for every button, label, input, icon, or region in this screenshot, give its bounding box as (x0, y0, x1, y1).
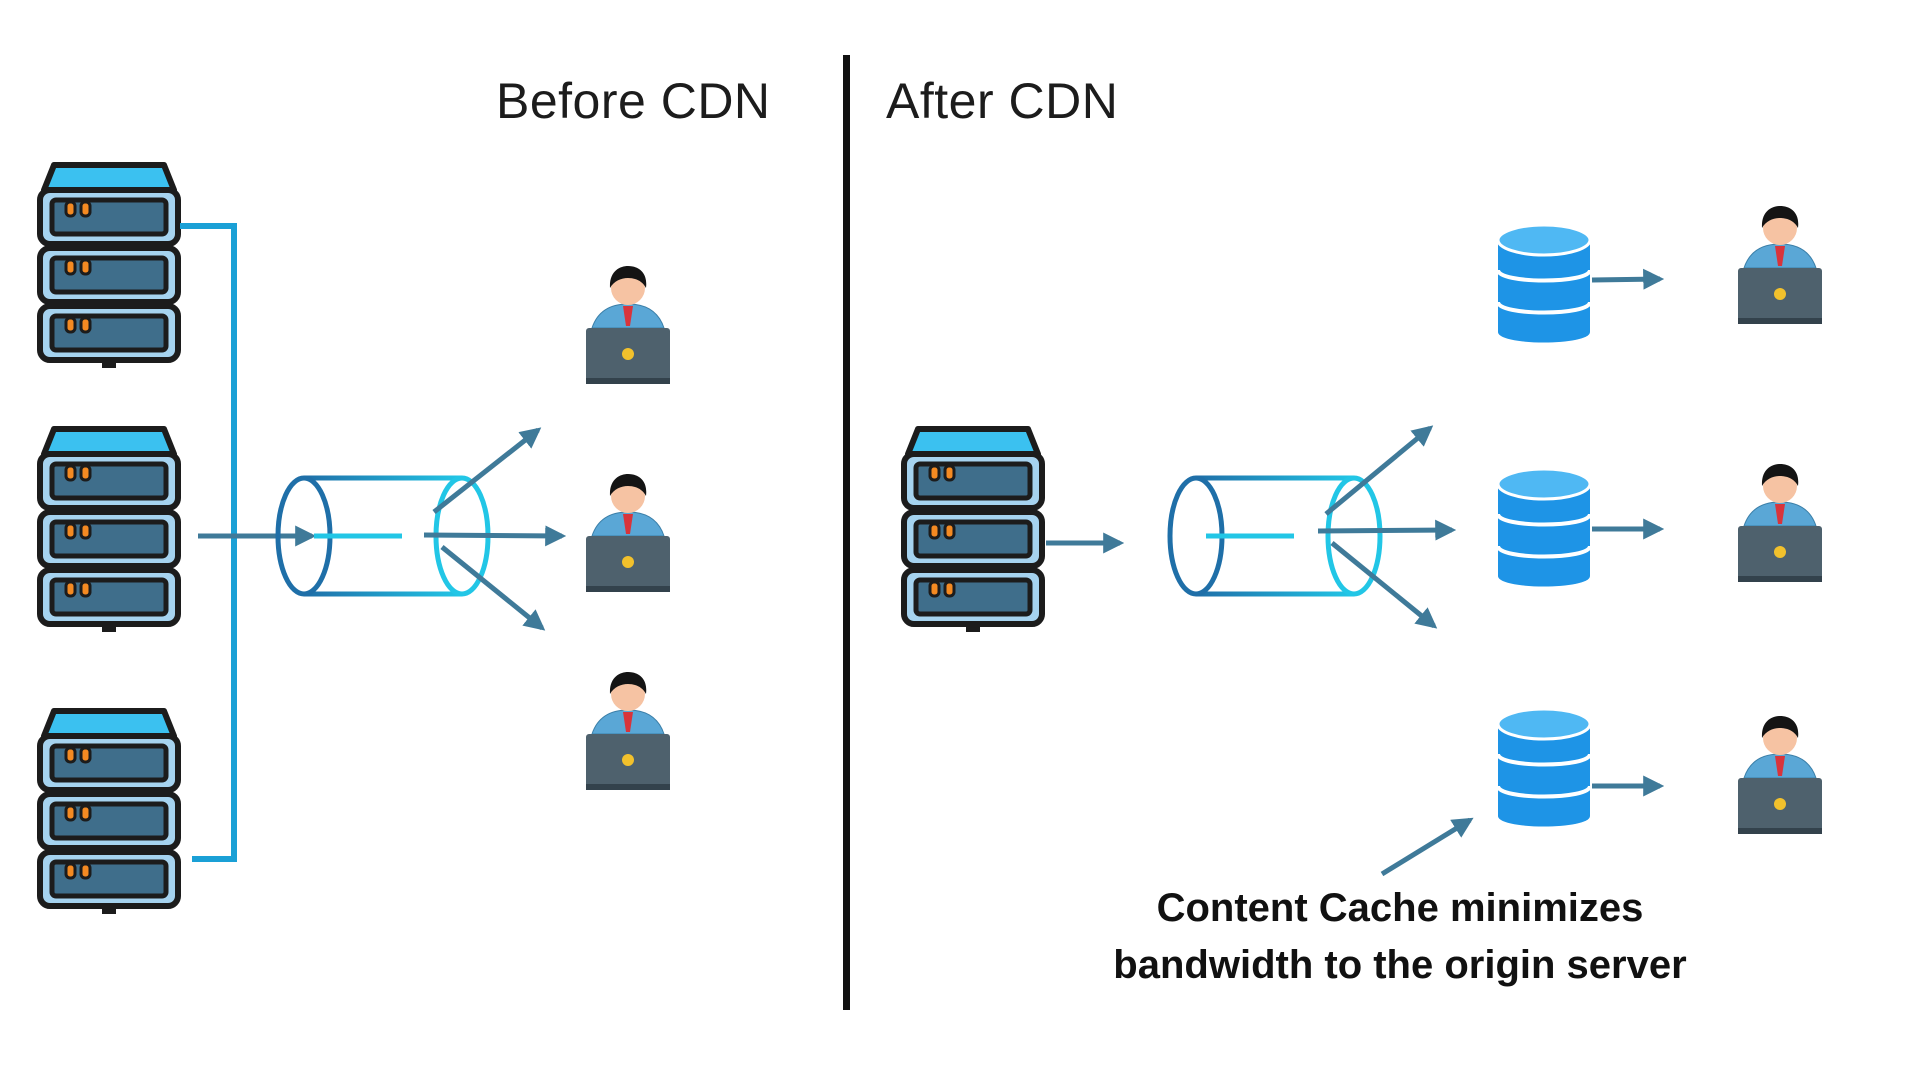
output-arrow (440, 545, 546, 631)
server-bracket (180, 223, 237, 862)
database-cache-icon (1496, 707, 1592, 829)
user-laptop-icon (585, 671, 671, 791)
cache-caption: Content Cache minimizes bandwidth to the… (1060, 880, 1740, 994)
server-rack-icon (904, 429, 1042, 632)
server-rack-icon (40, 165, 178, 368)
user-laptop-icon (1737, 205, 1823, 325)
after-cdn-title: After CDN (886, 73, 1119, 129)
user-laptop-icon (1737, 715, 1823, 835)
caption-line-2: bandwidth to the origin server (1113, 943, 1687, 987)
output-arrow (1324, 425, 1434, 516)
database-cache-icon (1496, 223, 1592, 345)
annotation-arrow (1380, 817, 1474, 877)
user-laptop-icon (1737, 463, 1823, 583)
before-cdn-title: Before CDN (496, 73, 771, 129)
before-cdn-panel (40, 165, 671, 914)
output-arrow (423, 525, 567, 547)
user-laptop-icon (585, 265, 671, 385)
server-rack-icon (40, 711, 178, 914)
cache-to-user-arrow (1591, 268, 1665, 290)
output-arrow (1330, 541, 1438, 629)
panel-divider (843, 55, 850, 1010)
server-rack-icon (40, 429, 178, 632)
output-arrow (1317, 519, 1457, 541)
caption-line-1: Content Cache minimizes (1156, 886, 1644, 930)
user-laptop-icon (585, 473, 671, 593)
after-cdn-panel (904, 205, 1823, 877)
database-cache-icon (1496, 467, 1592, 589)
output-arrow (432, 427, 542, 514)
